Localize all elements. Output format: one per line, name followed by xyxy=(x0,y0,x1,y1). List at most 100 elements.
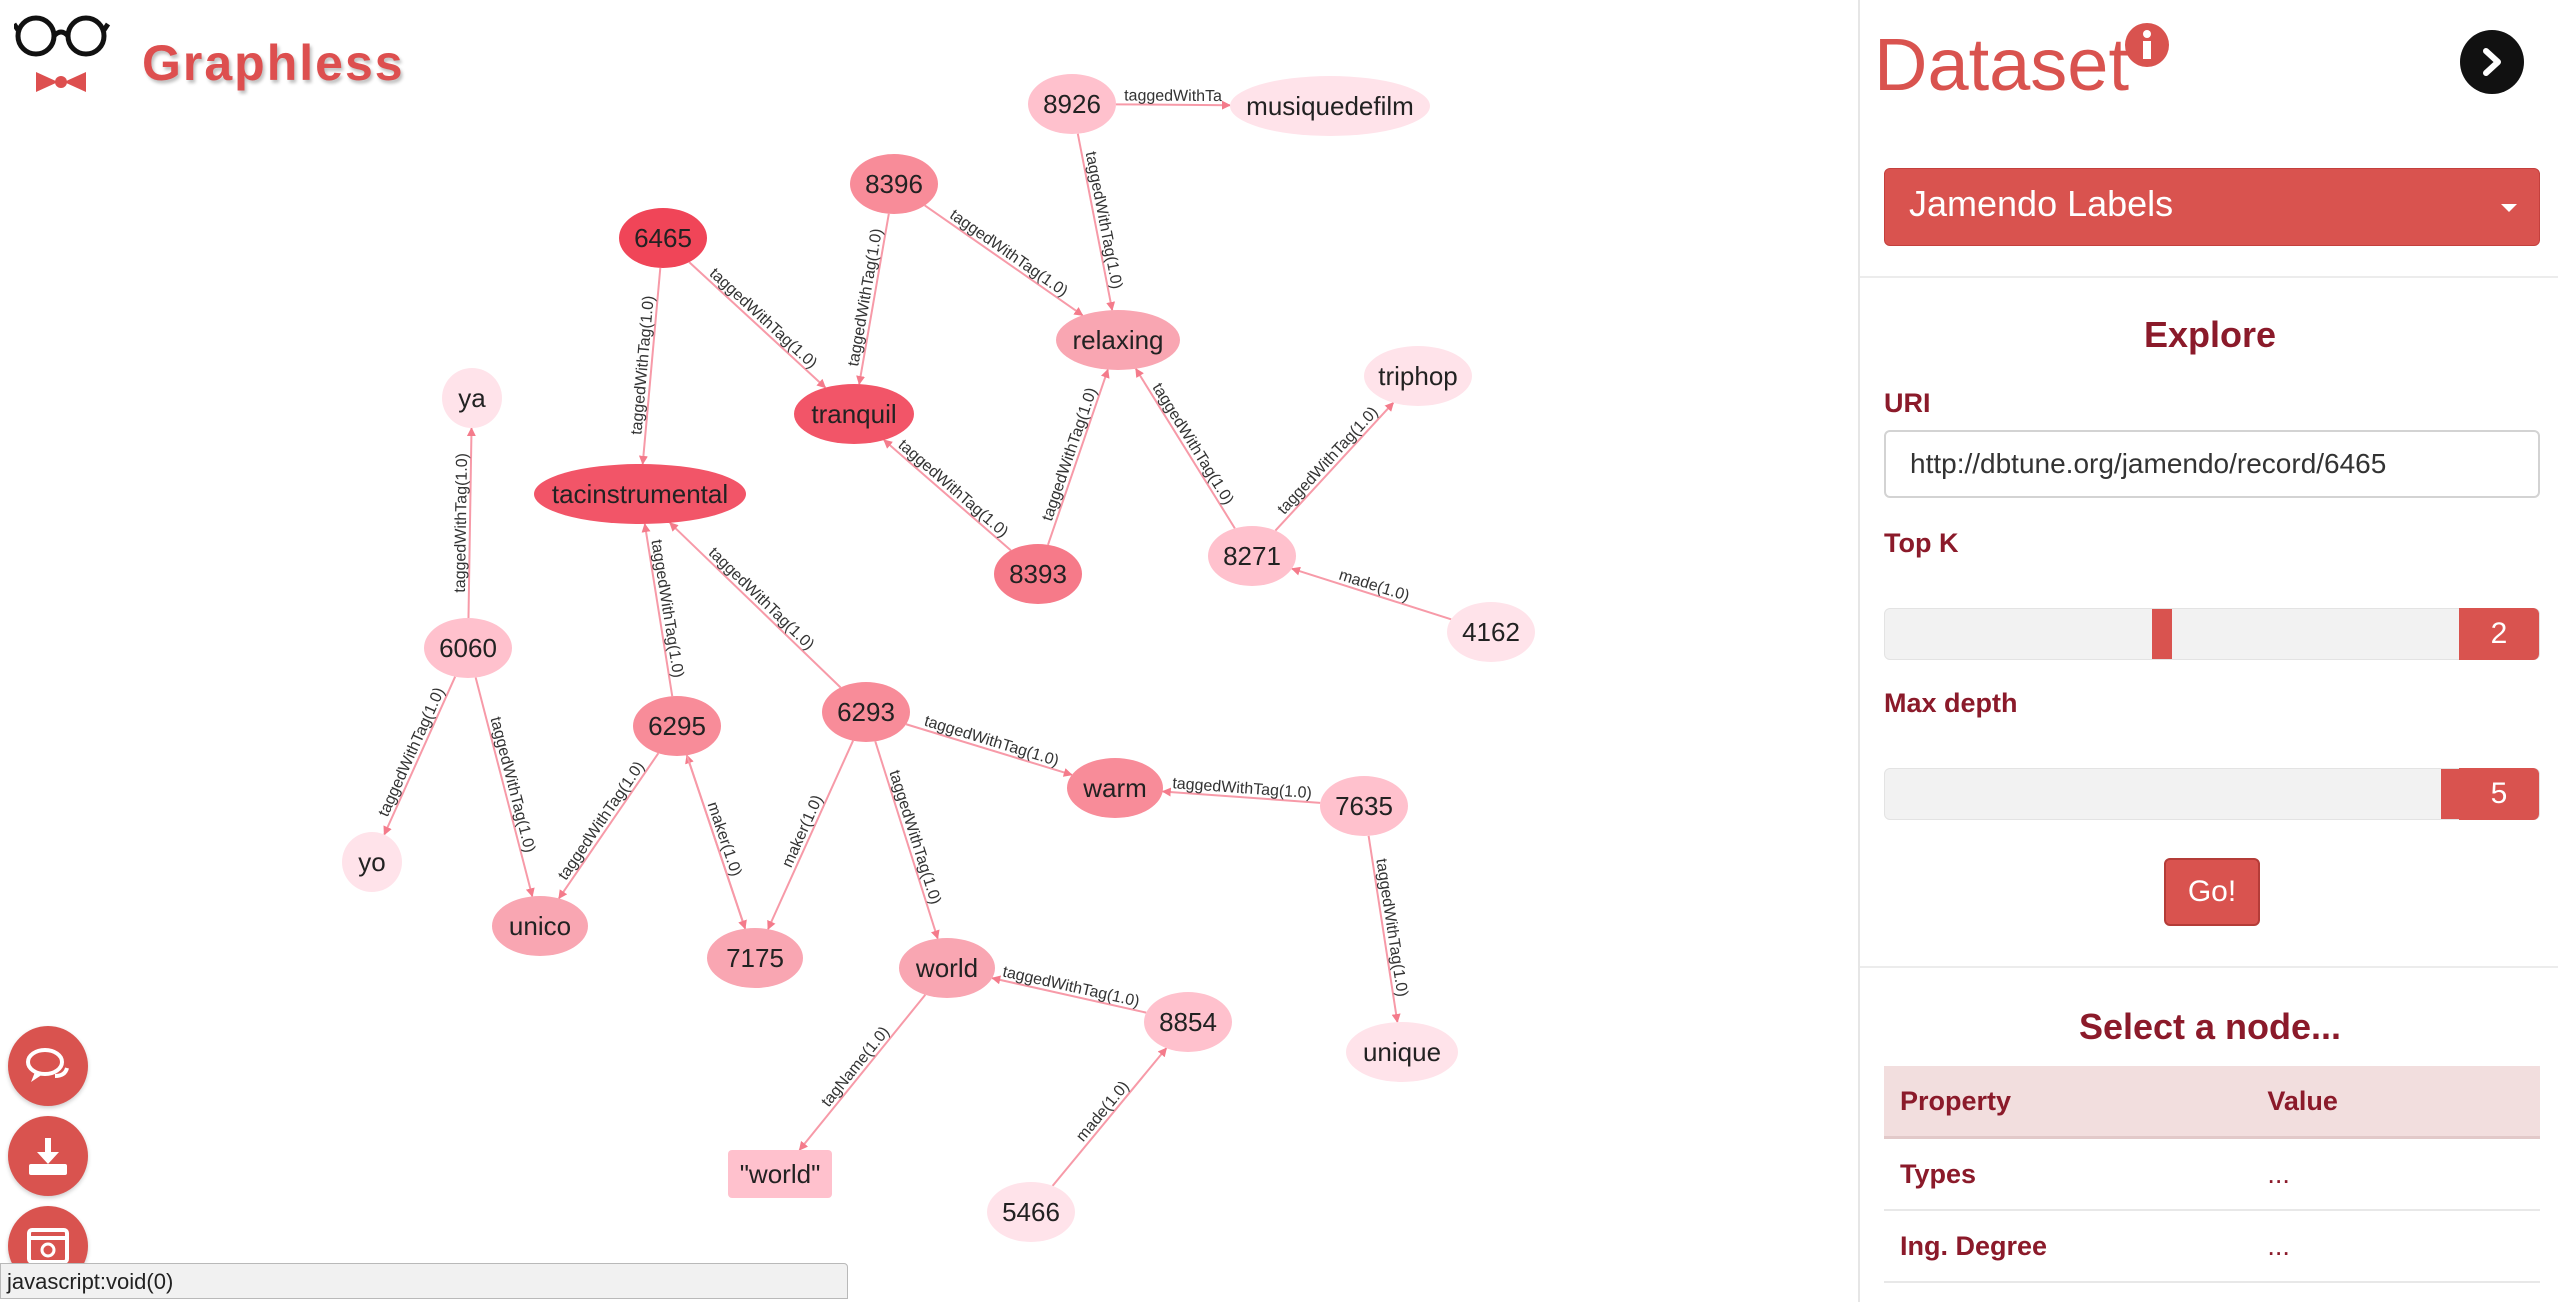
graph-node[interactable]: 5466 xyxy=(987,1182,1075,1242)
graph-node-shape[interactable] xyxy=(1320,776,1408,836)
go-button[interactable]: Go! xyxy=(2164,858,2260,926)
graph-node[interactable]: 8926 xyxy=(1028,74,1116,134)
graph-edge[interactable] xyxy=(883,439,1012,552)
graph-node-shape[interactable] xyxy=(1447,602,1535,662)
graph-node[interactable]: 6465 xyxy=(619,208,707,268)
graph-edge[interactable] xyxy=(1115,100,1231,110)
graph-node-shape[interactable] xyxy=(1144,992,1232,1052)
graph-edge[interactable] xyxy=(991,975,1147,1014)
graph-node-shape[interactable] xyxy=(850,154,938,214)
graph-edge[interactable] xyxy=(1161,787,1321,804)
uri-input[interactable] xyxy=(1884,430,2540,498)
graph-edge[interactable] xyxy=(685,754,747,930)
graph-edge[interactable] xyxy=(767,740,854,930)
dataset-select[interactable]: Jamendo Labels xyxy=(1884,168,2540,246)
graph-node-label: 6293 xyxy=(837,697,895,727)
graph-node-shape[interactable] xyxy=(1208,526,1296,586)
graph-node[interactable]: 7175 xyxy=(707,928,803,988)
graph-node-shape[interactable] xyxy=(424,618,512,678)
graph-node[interactable]: tacinstrumental xyxy=(534,464,746,524)
graph-edge[interactable] xyxy=(466,427,476,619)
graph-node[interactable]: 8393 xyxy=(994,544,1082,604)
info-icon[interactable] xyxy=(2124,22,2170,68)
graph-node-shape[interactable] xyxy=(342,832,402,892)
graph-node-shape[interactable] xyxy=(619,208,707,268)
graph-edge[interactable] xyxy=(558,752,660,900)
graph-edge[interactable] xyxy=(669,522,842,689)
graph-node-shape[interactable] xyxy=(707,928,803,988)
graph-node[interactable]: triphop xyxy=(1364,346,1472,406)
graph-node[interactable]: musiquedefilm xyxy=(1230,76,1430,136)
caret-down-icon xyxy=(2501,204,2517,212)
graph-node-shape[interactable] xyxy=(994,544,1082,604)
graph-node[interactable]: unico xyxy=(492,896,588,956)
graph-edge[interactable] xyxy=(1134,367,1236,529)
graph-node[interactable]: unique xyxy=(1346,1022,1458,1082)
graph-edge[interactable] xyxy=(1051,1047,1168,1187)
graph-node-shape[interactable] xyxy=(633,696,721,756)
graph-node-shape[interactable] xyxy=(1230,76,1430,136)
graph-svg[interactable]: taggedWithTataggedWithTag(1.0)taggedWith… xyxy=(0,0,1858,1302)
graph-node[interactable]: 4162 xyxy=(1447,602,1535,662)
edge-label: taggedWithTag(1.0) xyxy=(946,207,1070,301)
topk-slider[interactable]: 2 xyxy=(1884,608,2540,660)
collapse-panel-button[interactable] xyxy=(2460,30,2524,94)
node-section-title: Select a node... xyxy=(2078,1006,2342,1047)
graph-edge[interactable] xyxy=(856,213,890,385)
graph-edge[interactable] xyxy=(383,676,457,836)
graph-edge[interactable] xyxy=(874,741,940,940)
graph-node[interactable]: yo xyxy=(342,832,402,892)
maxdepth-slider-handle[interactable] xyxy=(2441,769,2461,819)
graph-edge[interactable] xyxy=(798,994,927,1151)
topk-slider-handle[interactable] xyxy=(2152,609,2172,659)
graph-edge[interactable] xyxy=(924,204,1084,317)
graph-edge[interactable] xyxy=(638,267,662,465)
graph-node-shape[interactable] xyxy=(1067,758,1163,818)
graph-node[interactable]: 6295 xyxy=(633,696,721,756)
property-cell: Types xyxy=(1884,1137,2252,1211)
graph-node-shape[interactable] xyxy=(987,1182,1075,1242)
graph-node[interactable]: 8271 xyxy=(1208,526,1296,586)
graph-edge[interactable] xyxy=(1367,835,1401,1023)
graph-edge[interactable] xyxy=(1076,133,1116,312)
graph-edge[interactable] xyxy=(905,723,1073,777)
graph-node-label: unico xyxy=(509,911,571,941)
graph-node-shape[interactable] xyxy=(492,896,588,956)
browser-status-bar: javascript:void(0) xyxy=(0,1263,848,1299)
graph-node[interactable]: 6060 xyxy=(424,618,512,678)
graph-node[interactable]: relaxing xyxy=(1056,310,1180,370)
graph-node-shape[interactable] xyxy=(899,938,995,998)
graph-edge[interactable] xyxy=(1274,402,1395,532)
graph-node-shape[interactable] xyxy=(794,384,914,444)
graph-node[interactable]: 8854 xyxy=(1144,992,1232,1052)
graph-node-label: musiquedefilm xyxy=(1246,91,1414,121)
maxdepth-slider[interactable]: 5 xyxy=(1884,768,2540,820)
graph-edge[interactable] xyxy=(474,677,535,898)
graph-node-shape[interactable] xyxy=(1364,346,1472,406)
graph-node[interactable]: world xyxy=(899,938,995,998)
download-button[interactable] xyxy=(8,1116,88,1196)
graph-node-shape[interactable] xyxy=(1056,310,1180,370)
graph-edge[interactable] xyxy=(688,261,827,389)
graph-edge[interactable] xyxy=(1291,566,1452,621)
graph-node-label: 5466 xyxy=(1002,1197,1060,1227)
graph-node[interactable]: "world" xyxy=(728,1150,832,1198)
graph-node[interactable]: warm xyxy=(1067,758,1163,818)
graph-node-shape[interactable] xyxy=(442,368,502,428)
graph-node[interactable]: 8396 xyxy=(850,154,938,214)
graph-node-shape[interactable] xyxy=(1028,74,1116,134)
value-column-header: Value xyxy=(2251,1066,2540,1139)
chat-button[interactable] xyxy=(8,1026,88,1106)
graph-node[interactable]: 7635 xyxy=(1320,776,1408,836)
graph-node-shape[interactable] xyxy=(728,1150,832,1198)
graph-node-shape[interactable] xyxy=(822,682,910,742)
graph-node-shape[interactable] xyxy=(1346,1022,1458,1082)
graph-edge[interactable] xyxy=(641,523,674,697)
edge-label: taggedWithTag(1.0) xyxy=(555,759,648,884)
graph-edge[interactable] xyxy=(1047,368,1110,546)
graph-node-shape[interactable] xyxy=(534,464,746,524)
graph-node[interactable]: tranquil xyxy=(794,384,914,444)
graph-node[interactable]: ya xyxy=(442,368,502,428)
graph-node[interactable]: 6293 xyxy=(822,682,910,742)
